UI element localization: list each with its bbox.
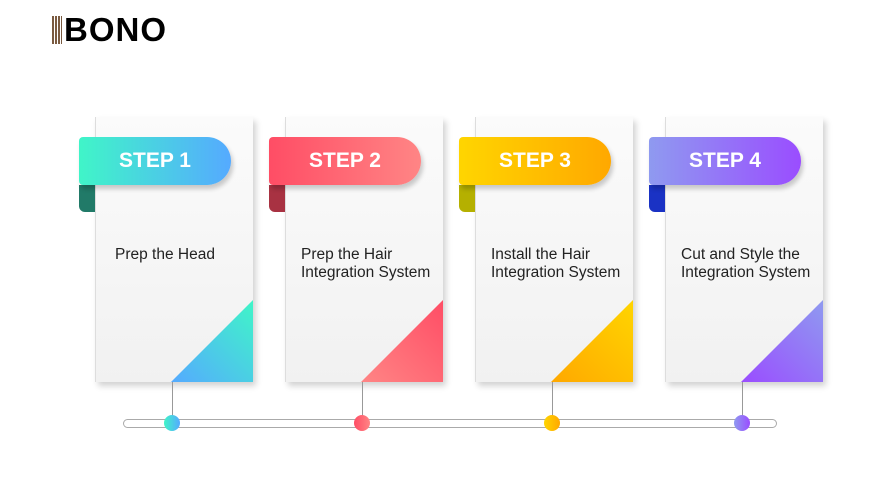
timeline-bar xyxy=(123,419,777,428)
step-label: STEP 2 xyxy=(309,149,381,172)
timeline-dot xyxy=(354,415,370,431)
ribbon-fold xyxy=(459,185,475,212)
logo-text: BONO xyxy=(64,11,167,48)
step-label: STEP 1 xyxy=(119,149,191,172)
logo-mark xyxy=(52,16,62,44)
step-ribbon: STEP 1 xyxy=(79,137,231,185)
ribbon-fold xyxy=(269,185,285,212)
card-corner-fold xyxy=(741,300,823,382)
step-description: Prep the Head xyxy=(115,246,215,263)
connector-line xyxy=(362,382,363,422)
step-ribbon: STEP 3 xyxy=(459,137,611,185)
timeline-dot xyxy=(544,415,560,431)
timeline-dot xyxy=(164,415,180,431)
connector-line xyxy=(552,382,553,422)
connector-line xyxy=(742,382,743,422)
connector-line xyxy=(172,382,173,422)
timeline-dot xyxy=(734,415,750,431)
step-description: Prep the Hair Integration System xyxy=(301,246,431,281)
card-corner-fold xyxy=(551,300,633,382)
step-ribbon: STEP 4 xyxy=(649,137,801,185)
card-corner-fold xyxy=(361,300,443,382)
ribbon-fold xyxy=(79,185,95,212)
bono-logo: BONO xyxy=(52,11,167,48)
step-label: STEP 4 xyxy=(689,149,761,172)
step-label: STEP 3 xyxy=(499,149,571,172)
ribbon-fold xyxy=(649,185,665,212)
step-ribbon: STEP 2 xyxy=(269,137,421,185)
step-description: Install the Hair Integration System xyxy=(491,246,621,281)
step-description: Cut and Style the Integration System xyxy=(681,246,811,281)
card-corner-fold xyxy=(171,300,253,382)
